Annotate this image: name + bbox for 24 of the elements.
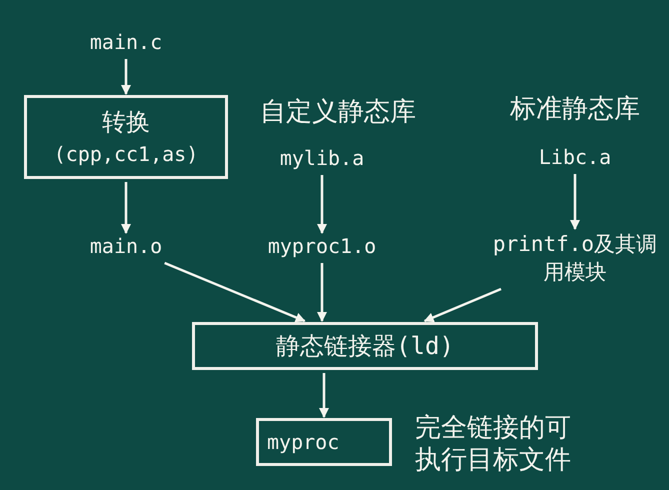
box-title: myproc [267, 429, 340, 456]
arrow [424, 288, 502, 322]
arrow [121, 182, 131, 234]
process-box [192, 322, 538, 370]
process-box [24, 95, 228, 179]
arrow [164, 262, 306, 322]
file-label: Libc.a [515, 145, 635, 171]
file-label: printf.o及其调用模块 [492, 230, 658, 286]
box-subtitle: (cpp,cc1,as) [54, 141, 198, 168]
arrow [317, 175, 327, 234]
file-label: main.o [76, 234, 176, 260]
node-label: 标准静态库 [509, 93, 641, 125]
box-title: 转换 [102, 107, 150, 138]
node-label: 自定义静态库 [259, 96, 417, 128]
arrow [319, 373, 329, 418]
file-label: myproc1.o [252, 234, 392, 260]
arrow [317, 263, 327, 322]
arrow [570, 174, 580, 230]
node-label: 完全链接的可执行目标文件 [414, 412, 572, 476]
file-label: mylib.a [262, 146, 382, 172]
box-title: 静态链接器(ld) [276, 331, 454, 362]
arrow [121, 59, 131, 95]
file-label: main.c [76, 30, 176, 56]
process-box [256, 418, 392, 466]
